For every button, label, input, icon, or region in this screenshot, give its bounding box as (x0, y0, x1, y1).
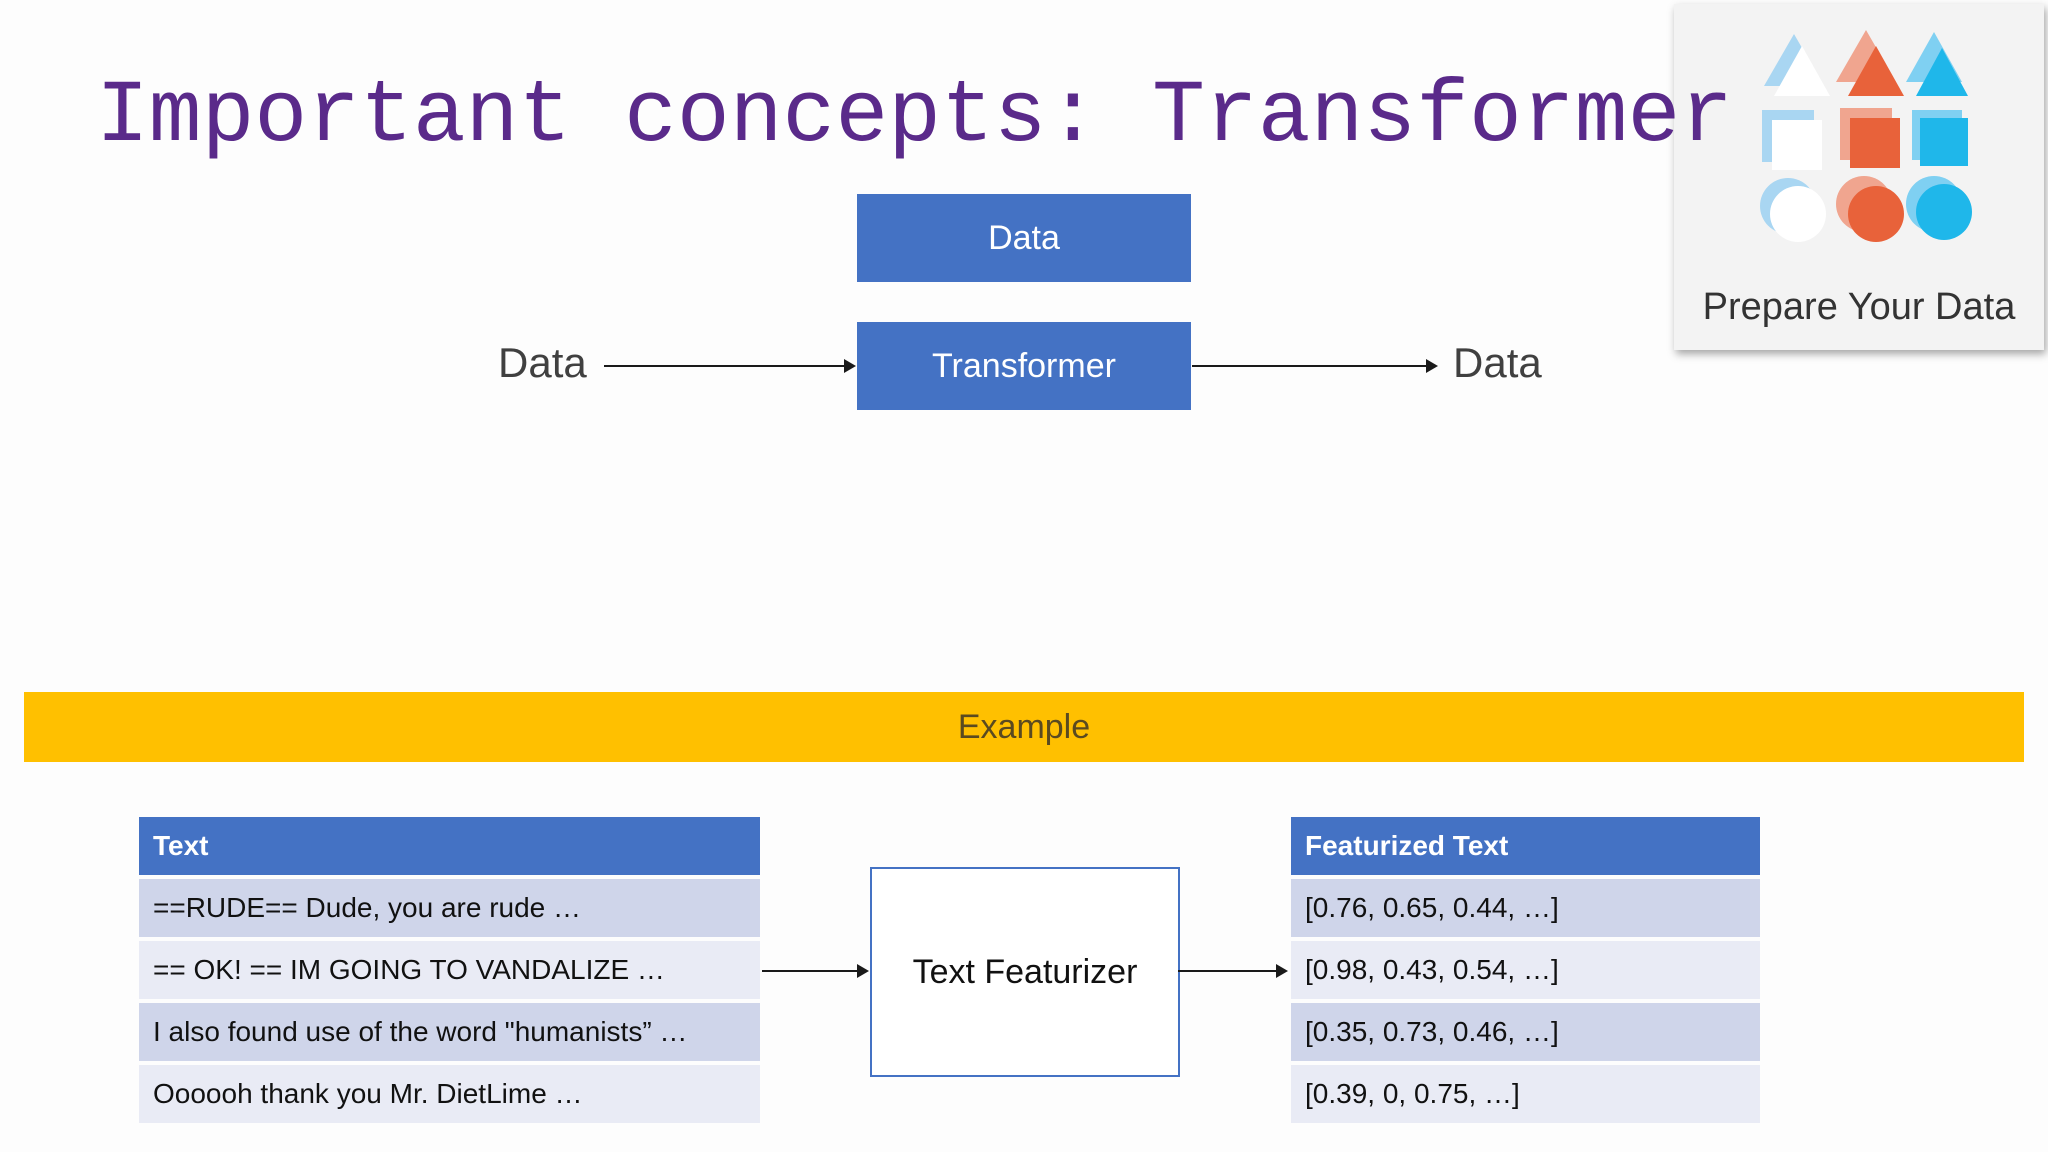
text-table: Text ==RUDE== Dude, you are rude … == OK… (139, 817, 760, 1127)
table-row: [0.76, 0.65, 0.44, …] (1291, 879, 1760, 937)
input-arrow-icon (604, 359, 856, 373)
featurizer-output-arrow-icon (1178, 964, 1288, 978)
table-row: ==RUDE== Dude, you are rude … (139, 879, 760, 937)
table-row: Oooooh thank you Mr. DietLime … (139, 1065, 760, 1123)
example-banner: Example (24, 692, 2024, 762)
output-arrow-icon (1192, 359, 1438, 373)
text-table-header: Text (139, 817, 760, 875)
logo-caption: Prepare Your Data (1702, 286, 2016, 328)
transformer-box: Transformer (857, 322, 1191, 410)
output-data-label: Data (1453, 339, 1542, 386)
slide-title: Important concepts: Transformer (96, 68, 1734, 167)
table-row: [0.39, 0, 0.75, …] (1291, 1065, 1760, 1123)
data-box: Data (857, 194, 1191, 282)
featurizer-input-arrow-icon (762, 964, 869, 978)
table-row: == OK! == IM GOING TO VANDALIZE … (139, 941, 760, 999)
table-row: I also found use of the word "humanists”… (139, 1003, 760, 1061)
input-data-label: Data (498, 339, 587, 386)
featurized-text-table: Featurized Text [0.76, 0.65, 0.44, …] [0… (1291, 817, 1760, 1127)
table-row: [0.98, 0.43, 0.54, …] (1291, 941, 1760, 999)
featurized-table-header: Featurized Text (1291, 817, 1760, 875)
shapes-logo-icon (1760, 30, 1972, 242)
text-featurizer-box: Text Featurizer (870, 867, 1180, 1077)
table-row: [0.35, 0.73, 0.46, …] (1291, 1003, 1760, 1061)
prepare-data-logo-panel: Prepare Your Data (1674, 4, 2044, 350)
